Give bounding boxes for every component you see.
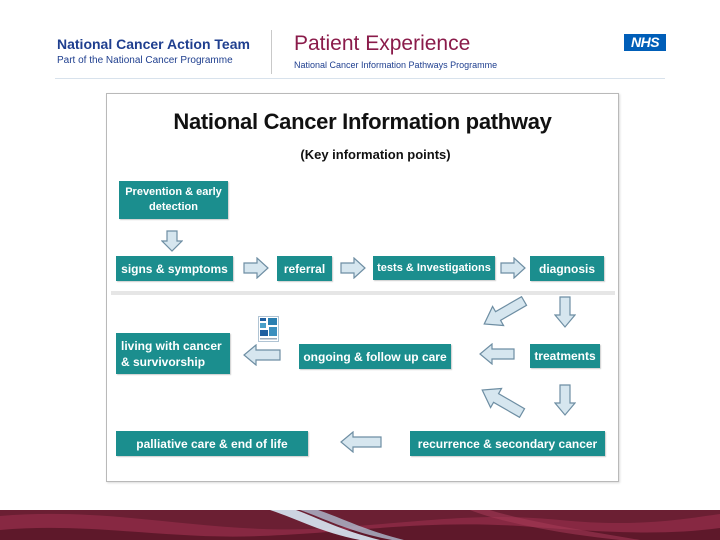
arrow-down-icon xyxy=(554,296,576,328)
document-thumbnail-icon xyxy=(258,316,279,342)
arrow-right-icon xyxy=(243,257,269,279)
box-tests: tests & Investigations xyxy=(373,256,495,280)
org-block: National Cancer Action Team Part of the … xyxy=(57,36,250,67)
arrow-down-icon xyxy=(554,384,576,416)
box-diagnosis: diagnosis xyxy=(530,256,604,281)
box-referral: referral xyxy=(277,256,332,281)
footer-banner xyxy=(0,510,720,540)
arrow-right-icon xyxy=(340,257,366,279)
section-block: Patient Experience National Cancer Infor… xyxy=(294,31,497,71)
box-signs-symptoms: signs & symptoms xyxy=(116,256,233,281)
diagram-title: National Cancer Information pathway xyxy=(173,109,552,134)
header-rule xyxy=(55,78,665,79)
section-title: Patient Experience xyxy=(294,32,471,55)
box-ongoing-care: ongoing & follow up care xyxy=(299,344,451,369)
arrow-diagonal-up-left-icon xyxy=(481,387,526,419)
section-subtitle: National Cancer Information Pathways Pro… xyxy=(294,60,498,70)
box-treatments: treatments xyxy=(530,344,600,368)
arrow-left-icon xyxy=(243,344,281,366)
box-prevention: Prevention & early detection xyxy=(119,181,228,219)
diagram-subtitle: (Key information points) xyxy=(300,147,451,162)
org-title: National Cancer Action Team xyxy=(57,36,250,52)
box-living-with-cancer: living with cancer & survivorship xyxy=(116,333,230,374)
box-palliative-care: palliative care & end of life xyxy=(116,431,308,456)
box-recurrence: recurrence & secondary cancer xyxy=(410,431,605,456)
org-subtitle: Part of the National Cancer Programme xyxy=(57,55,233,66)
section-band xyxy=(111,291,615,295)
pathway-diagram: National Cancer Information pathway (Key… xyxy=(106,93,619,482)
arrow-right-icon xyxy=(500,257,526,279)
arrow-left-icon xyxy=(340,431,382,453)
arrow-diagonal-down-left-icon xyxy=(483,295,528,327)
header-divider xyxy=(271,30,272,74)
arrow-down-icon xyxy=(161,230,183,252)
nhs-logo: NHS xyxy=(624,34,666,51)
arrow-left-icon xyxy=(479,343,515,365)
